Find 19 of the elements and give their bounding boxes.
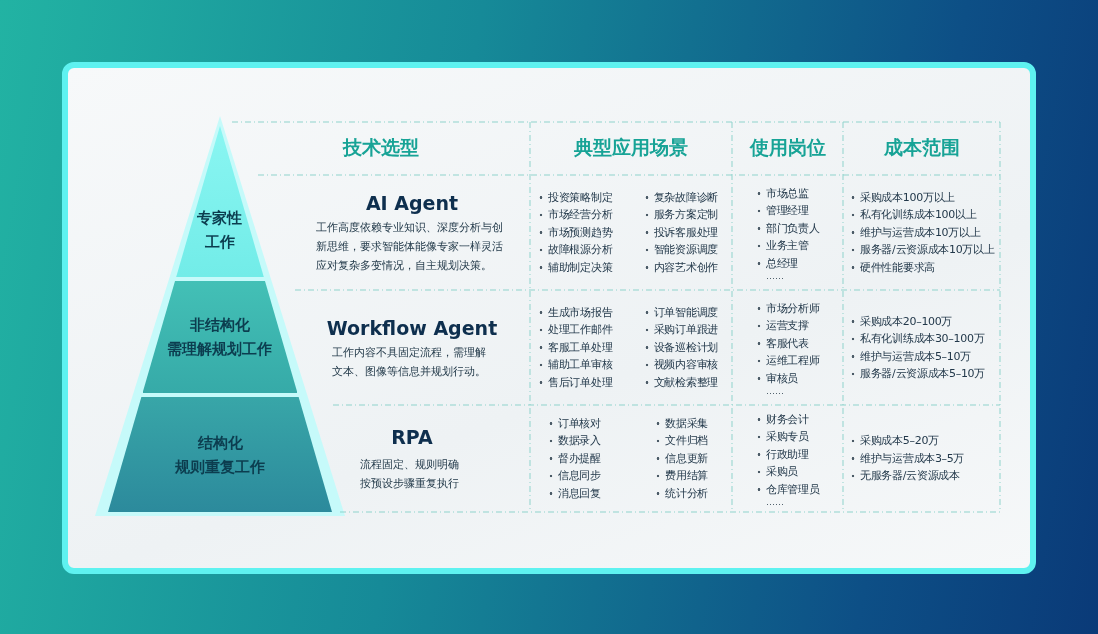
tier-label: 非结构化 (190, 315, 250, 336)
column-header: 成本范围 (882, 135, 961, 160)
description-text: 流程固定、规则明确按预设步骤重复执行 (360, 457, 460, 492)
column-header: 典型应用场景 (573, 135, 689, 160)
technology-name: AI Agent (364, 192, 460, 214)
description-text: 工作高度依赖专业知识、深度分析与创新思维，要求智能体能像专家一样灵活应对复杂多变情况，自主规划决策。 (316, 220, 504, 274)
tier-label: 工作 (205, 231, 235, 253)
tier-label: 专家性 (197, 207, 243, 229)
technology-name: Workflow Agent (325, 317, 499, 339)
ellipsis-text: …… (765, 387, 785, 396)
column-header: 使用岗位 (748, 135, 827, 160)
ellipsis-text: …… (765, 498, 785, 507)
column-header: 技术选型 (341, 135, 420, 160)
tier-label: 结构化 (197, 432, 243, 454)
ellipsis-text: …… (765, 272, 785, 281)
description-text: 工作内容不具固定流程，需理解文本、图像等信息并规划行动。 (332, 345, 487, 380)
tier-label: 规则重复工作 (175, 456, 265, 478)
technology-name: RPA (390, 426, 434, 448)
tier-label: 需理解规划工作 (167, 339, 273, 360)
